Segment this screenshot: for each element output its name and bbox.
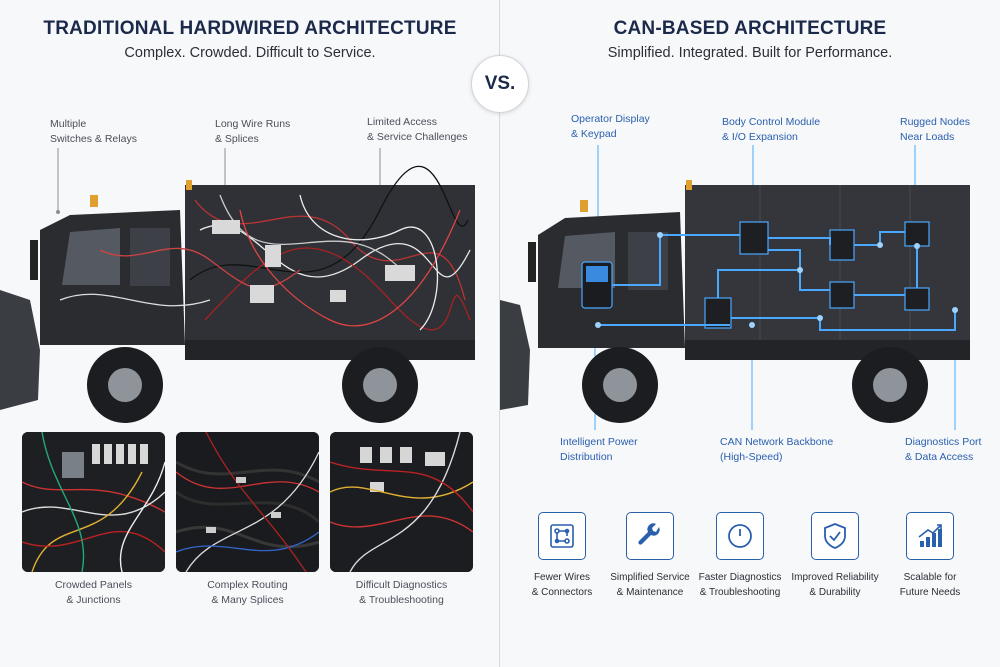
vs-badge: VS.	[471, 55, 529, 113]
can-truck-illustration	[500, 145, 970, 430]
benefit-label: Scalable for Future Needs	[899, 572, 961, 598]
benefit-fewer-wires: Fewer Wires & Connectors	[514, 512, 610, 600]
caption-difficult-diagnostics: Difficult Diagnostics & Troubleshooting	[355, 579, 448, 606]
benefit-scalable: Scalable for Future Needs	[882, 512, 978, 600]
can-panel: CAN-BASED ARCHITECTURE Simplified. Integ…	[500, 0, 1000, 667]
thumbnail-crowded-panels	[22, 432, 165, 572]
wrench-icon	[626, 512, 674, 560]
center-divider	[499, 0, 500, 667]
thumbnail-complex-routing	[176, 432, 319, 572]
hardwired-subtitle: Complex. Crowded. Difficult to Service.	[124, 45, 376, 61]
hardwired-truck-illustration	[0, 148, 475, 423]
callout-operator-display: Operator Display & Keypad	[571, 113, 650, 140]
circuit-icon	[538, 512, 586, 560]
callout-power-distribution: Intelligent Power Distribution	[560, 436, 638, 463]
benefit-improved-reliability: Improved Reliability & Durability	[787, 512, 883, 600]
callout-limited-access: Limited Access & Service Challenges	[367, 116, 468, 143]
callout-long-wire-runs: Long Wire Runs & Splices	[215, 118, 291, 145]
benefit-label: Simplified Service & Maintenance	[610, 572, 690, 598]
growth-chart-icon	[906, 512, 954, 560]
callout-switches-relays: Multiple Switches & Relays	[50, 118, 137, 145]
caption-complex-routing: Complex Routing & Many Splices	[207, 579, 288, 606]
benefit-simplified-service: Simplified Service & Maintenance	[602, 512, 698, 600]
callout-can-backbone: CAN Network Backbone (High-Speed)	[720, 436, 834, 463]
hardwired-panel: TRADITIONAL HARDWIRED ARCHITECTURE Compl…	[0, 18, 475, 606]
can-title: CAN-BASED ARCHITECTURE	[613, 18, 887, 39]
callout-rugged-nodes: Rugged Nodes Near Loads	[900, 116, 971, 143]
shield-check-icon	[811, 512, 859, 560]
benefit-faster-diagnostics: Faster Diagnostics & Troubleshooting	[692, 512, 788, 600]
callout-diagnostics-port: Diagnostics Port & Data Access	[905, 436, 982, 463]
caption-crowded-panels: Crowded Panels & Junctions	[54, 579, 133, 606]
benefit-label: Faster Diagnostics & Troubleshooting	[698, 572, 782, 598]
benefit-label: Fewer Wires & Connectors	[531, 572, 593, 598]
callout-body-control-module: Body Control Module & I/O Expansion	[722, 116, 821, 143]
thumbnail-difficult-diagnostics	[330, 432, 473, 572]
benefit-label: Improved Reliability & Durability	[791, 572, 879, 598]
can-subtitle: Simplified. Integrated. Built for Perfor…	[607, 45, 893, 61]
gauge-icon	[716, 512, 764, 560]
hardwired-title: TRADITIONAL HARDWIRED ARCHITECTURE	[43, 18, 457, 39]
